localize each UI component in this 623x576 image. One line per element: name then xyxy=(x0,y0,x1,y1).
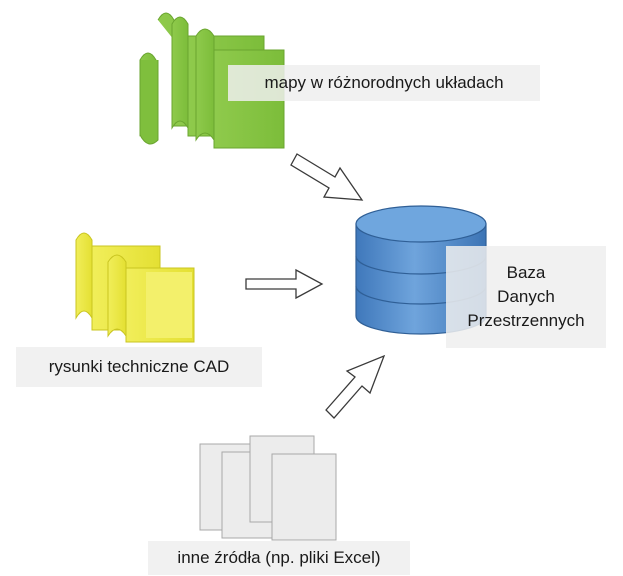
arrow-cad-to-db xyxy=(245,268,324,300)
cad-source-label: rysunki techniczne CAD xyxy=(16,347,262,387)
database-label-line-2: Danych xyxy=(497,287,555,306)
database-label-line-1: Baza xyxy=(506,263,546,282)
arrow-maps-to-db xyxy=(290,153,364,201)
documents-stack-icon xyxy=(199,435,337,541)
database-label: Baza Danych Przestrzennych xyxy=(446,246,606,348)
arrow-other-to-db xyxy=(325,354,386,419)
maps-source-label: mapy w różnorodnych układach xyxy=(228,65,540,101)
database-label-line-3: Przestrzennych xyxy=(467,311,585,330)
cad-drawings-icon xyxy=(75,232,195,343)
other-sources-label: inne źródła (np. pliki Excel) xyxy=(148,541,410,575)
